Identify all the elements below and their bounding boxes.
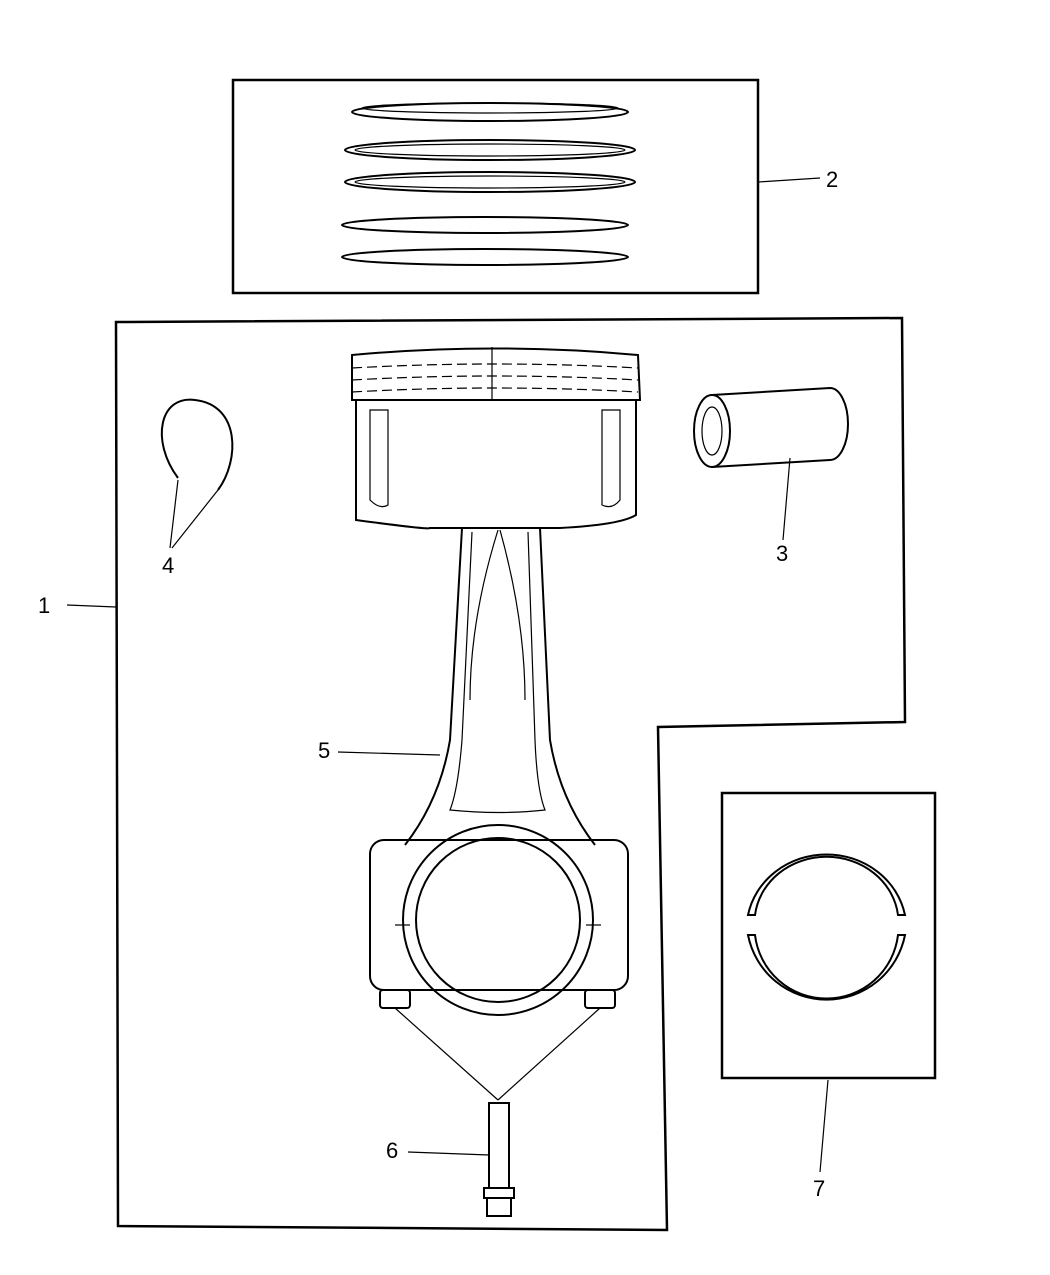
piston-ring-inner (361, 102, 619, 114)
callout-4: 4 (162, 553, 174, 578)
ring-set-frame (231, 78, 760, 295)
piston-ring (344, 139, 636, 161)
piston-ring-set (231, 78, 760, 295)
rod-cap-bolt-head (584, 989, 616, 1009)
callout-5: 5 (318, 738, 330, 763)
connecting-rod (369, 527, 629, 1101)
piston-pin (693, 386, 849, 468)
connecting-rod-bearing-set (720, 791, 937, 1080)
callout-6: 6 (386, 1138, 398, 1163)
piston-ring (344, 171, 636, 193)
callout-1: 1 (38, 593, 50, 618)
connecting-rod-bolt (483, 1102, 515, 1217)
rod-cap-bolt-head (379, 989, 411, 1009)
piston-pin-retainer (160, 398, 234, 491)
callout-2: 2 (826, 167, 838, 192)
oil-ring-rail (341, 248, 629, 266)
piston-ring-inner (354, 143, 626, 157)
piston-ring (351, 102, 629, 122)
callout-7: 7 (813, 1176, 825, 1201)
piston (351, 347, 642, 530)
bearing-shell-lower (746, 934, 907, 1001)
leader-lines (66, 177, 829, 1173)
bearing-frame (720, 791, 937, 1080)
piston-ring-inner (354, 175, 626, 189)
callout-3: 3 (776, 541, 788, 566)
bearing-shell-upper (746, 853, 907, 916)
oil-ring-rail (341, 216, 629, 234)
piston-rod-assembly-frame (114, 316, 907, 1232)
